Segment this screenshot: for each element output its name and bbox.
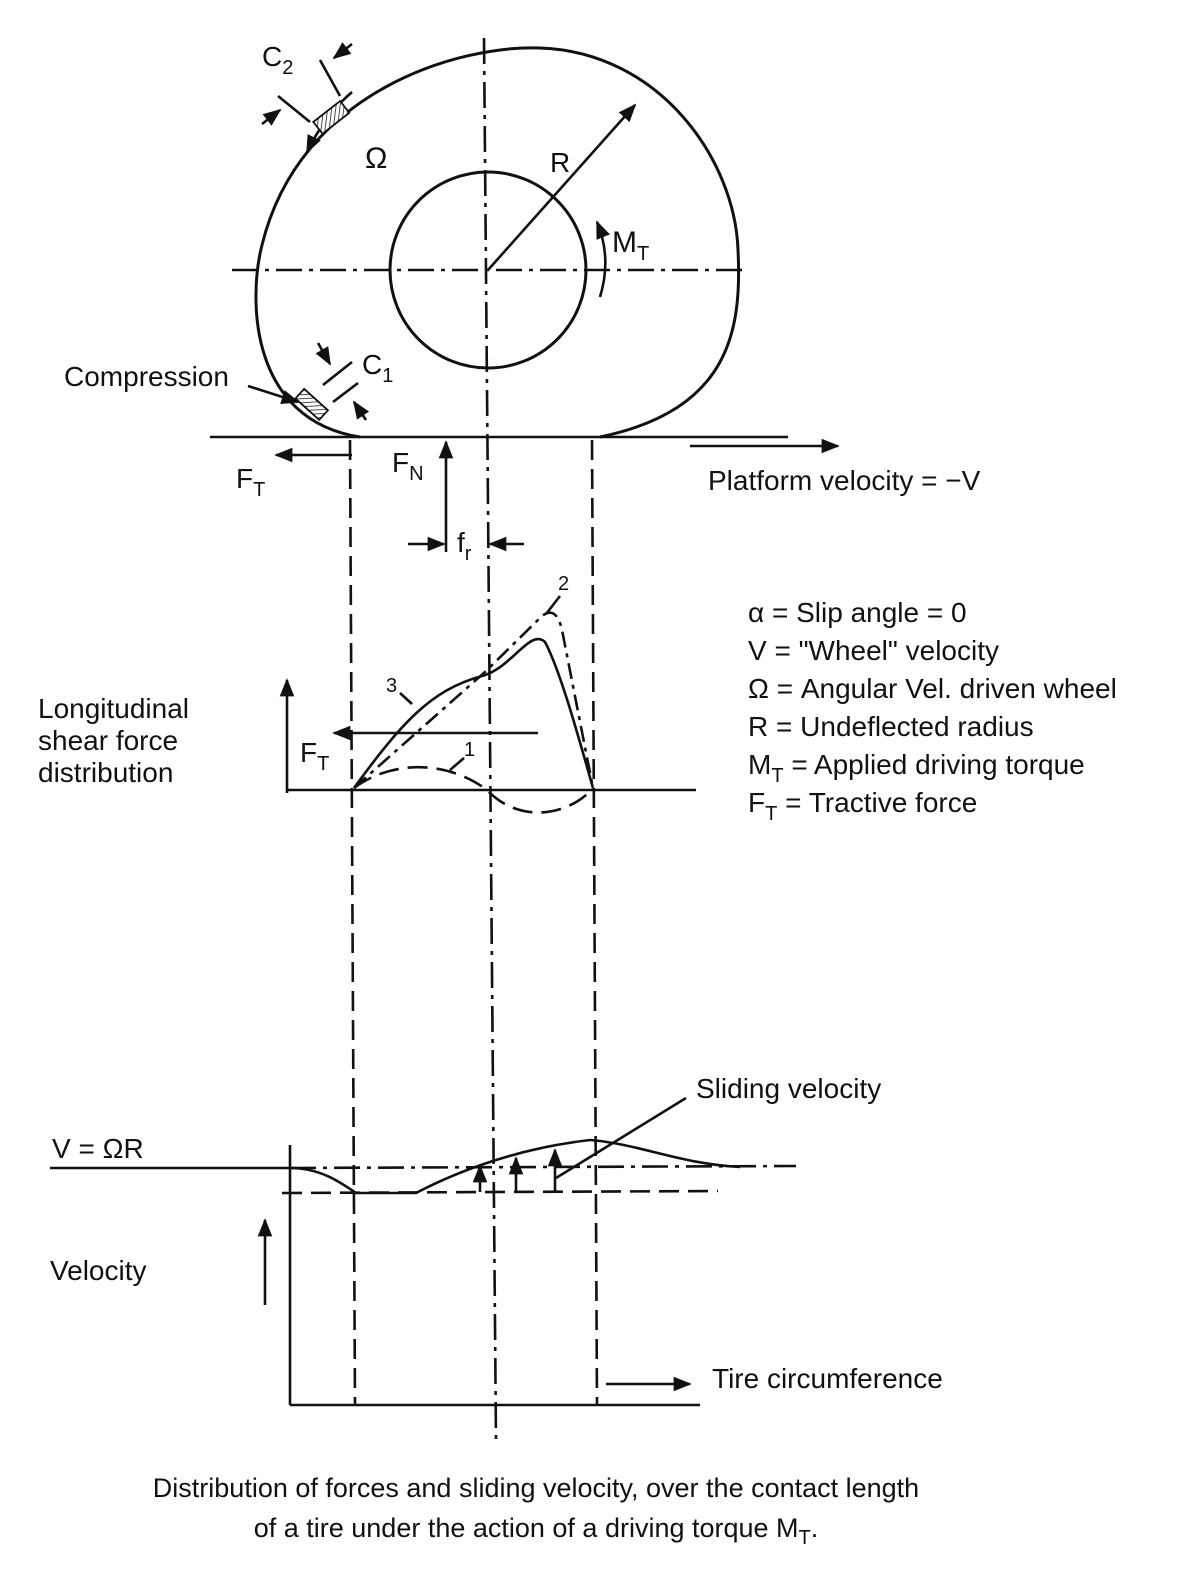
omega-r-dashdot-line <box>289 1164 797 1170</box>
curve-2-dashdot <box>353 611 595 789</box>
curve-1-label: 1 <box>464 739 475 761</box>
sliding-velocity-leader <box>555 1096 687 1180</box>
velocity-label: Velocity <box>50 1255 147 1286</box>
tractive-force-label: FT <box>236 463 265 501</box>
legend-item-radius: R = Undeflected radius <box>748 711 1034 742</box>
tire: R Ω MT C2 C1 Compression <box>64 41 745 439</box>
torque-label: MT <box>612 226 649 265</box>
legend-item-tractive-force: FT = Tractive force <box>748 787 977 825</box>
c1-dim-line-a <box>322 360 353 387</box>
tire-outline <box>254 46 741 439</box>
curve-3-leader <box>399 692 413 705</box>
c2-label: C2 <box>262 41 293 79</box>
figure-caption: Distribution of forces and sliding veloc… <box>153 1473 919 1549</box>
c2-arrow-bottom <box>261 108 282 126</box>
curve-2-leader <box>544 595 562 615</box>
c1-dim-line-b <box>332 381 359 404</box>
symbol-legend: α = Slip angle = 0 V = "Wheel" velocity … <box>748 597 1117 825</box>
platform-velocity-label: Platform velocity = −V <box>708 465 981 496</box>
ground-forces: Platform velocity = −V FT FN fr <box>210 435 981 565</box>
legend-item-torque: MT = Applied driving torque <box>748 749 1085 787</box>
legend-item-angular-velocity: Ω = Angular Vel. driven wheel <box>748 673 1117 704</box>
c2-arrow-top <box>332 42 353 60</box>
curve-1-dashed <box>353 765 594 814</box>
velocity-curve <box>289 1138 741 1195</box>
tire-circumference-label: Tire circumference <box>712 1363 943 1394</box>
c1-arrow-bottom <box>352 400 370 421</box>
projection-lines <box>348 37 599 1441</box>
curve-3-label: 3 <box>386 675 397 697</box>
c1-element <box>294 387 330 422</box>
shear-ft-label: FT <box>300 737 329 775</box>
fr-label: fr <box>457 527 472 565</box>
torque-arrow <box>595 220 611 298</box>
shear-force-plot: FT 2 3 1 Longitudinal shear force distri… <box>38 573 696 814</box>
c2-dim-line-b <box>277 94 311 124</box>
curve-2-label: 2 <box>558 573 569 595</box>
compression-label: Compression <box>64 361 229 392</box>
curve-3-solid <box>352 638 595 789</box>
radius-arrow <box>487 103 637 271</box>
caption-line-2: of a tire under the action of a driving … <box>254 1513 819 1549</box>
compression-arrow <box>247 384 300 404</box>
sliding-velocity-label: Sliding velocity <box>696 1073 881 1104</box>
shear-label-line2: shear force <box>38 725 178 756</box>
vertical-centerline <box>482 37 498 1441</box>
radius-label: R <box>550 147 570 178</box>
v-omega-r-label: V = ΩR <box>52 1133 144 1164</box>
legend-item-slip-angle: α = Slip angle = 0 <box>748 597 967 628</box>
c2-dim-line-a <box>318 59 342 97</box>
lower-dashed-line <box>281 1189 719 1195</box>
c1-label: C1 <box>362 349 393 387</box>
c2-element <box>312 99 351 136</box>
shear-label-line1: Longitudinal <box>38 693 189 724</box>
c1-arrow-top <box>315 342 332 366</box>
normal-force-label: FN <box>392 447 424 485</box>
caption-line-1: Distribution of forces and sliding veloc… <box>153 1473 919 1503</box>
curve-1-leader <box>449 757 465 771</box>
velocity-plot: V = ΩR Sliding velocity Velocity Tire ci… <box>50 1073 943 1407</box>
contact-start-line <box>348 439 357 1406</box>
legend-item-wheel-velocity: V = "Wheel" velocity <box>748 635 999 666</box>
contact-end-line <box>590 439 599 1406</box>
omega-label: Ω <box>365 142 387 175</box>
shear-label-line3: distribution <box>38 757 173 788</box>
